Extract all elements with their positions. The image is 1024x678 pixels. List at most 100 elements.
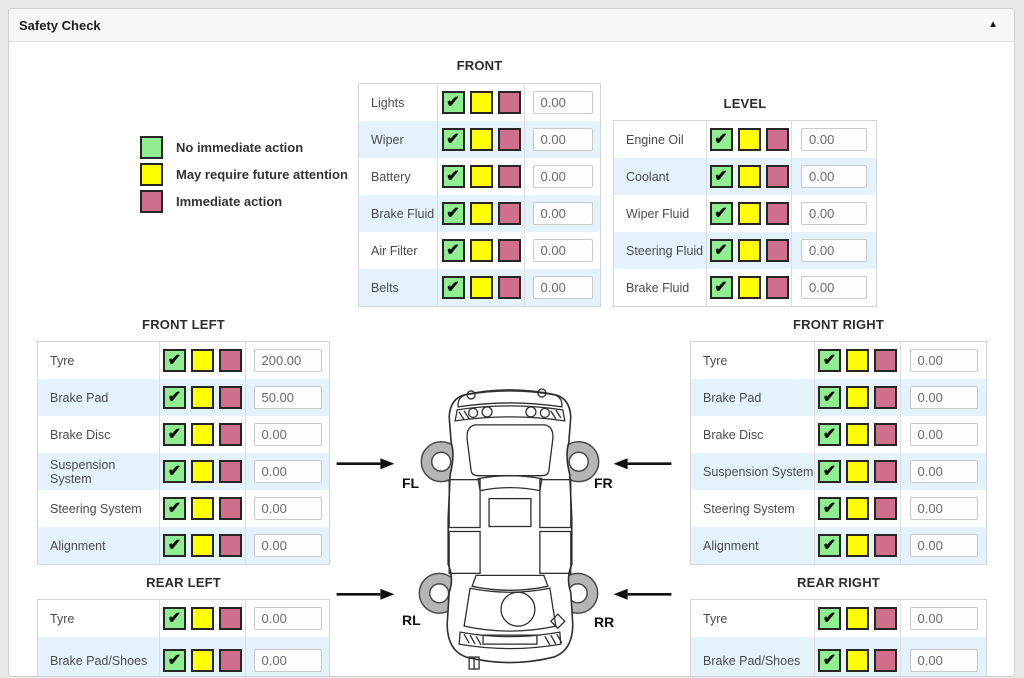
status-ok-swatch[interactable]: ✔	[163, 386, 186, 409]
status-danger-swatch[interactable]	[497, 239, 521, 262]
value-input[interactable]	[532, 128, 593, 151]
value-input[interactable]	[801, 128, 867, 151]
status-danger-swatch[interactable]	[874, 534, 897, 557]
status-danger-swatch[interactable]	[765, 128, 789, 151]
status-warn-swatch[interactable]	[469, 165, 493, 188]
status-ok-swatch[interactable]: ✔	[441, 91, 465, 114]
value-input[interactable]	[253, 607, 322, 630]
status-danger-swatch[interactable]	[874, 497, 897, 520]
status-ok-swatch[interactable]: ✔	[441, 239, 465, 262]
status-warn-swatch[interactable]	[469, 202, 493, 225]
status-warn-swatch[interactable]	[846, 497, 869, 520]
status-warn-swatch[interactable]	[191, 460, 214, 483]
status-ok-swatch[interactable]: ✔	[441, 165, 465, 188]
status-danger-swatch[interactable]	[219, 460, 242, 483]
status-warn-swatch[interactable]	[846, 460, 869, 483]
status-ok-swatch[interactable]: ✔	[709, 202, 733, 225]
status-ok-swatch[interactable]: ✔	[163, 649, 186, 672]
value-input[interactable]	[801, 165, 867, 188]
status-warn-swatch[interactable]	[469, 91, 493, 114]
status-warn-swatch[interactable]	[846, 423, 869, 446]
value-input[interactable]	[909, 649, 978, 672]
status-danger-swatch[interactable]	[497, 128, 521, 151]
status-warn-swatch[interactable]	[846, 534, 869, 557]
status-ok-swatch[interactable]: ✔	[441, 276, 465, 299]
value-input[interactable]	[532, 91, 593, 114]
status-warn-swatch[interactable]	[846, 607, 869, 630]
status-warn-swatch[interactable]	[737, 165, 761, 188]
status-warn-swatch[interactable]	[191, 349, 214, 372]
status-ok-swatch[interactable]: ✔	[441, 128, 465, 151]
status-danger-swatch[interactable]	[874, 386, 897, 409]
status-warn-swatch[interactable]	[846, 649, 869, 672]
value-input[interactable]	[909, 534, 978, 557]
status-warn-swatch[interactable]	[191, 607, 214, 630]
status-danger-swatch[interactable]	[497, 202, 521, 225]
status-warn-swatch[interactable]	[191, 534, 214, 557]
value-input[interactable]	[909, 607, 978, 630]
status-warn-swatch[interactable]	[737, 128, 761, 151]
status-danger-swatch[interactable]	[765, 165, 789, 188]
value-input[interactable]	[909, 423, 978, 446]
status-danger-swatch[interactable]	[874, 607, 897, 630]
value-input[interactable]	[253, 423, 322, 446]
status-ok-swatch[interactable]: ✔	[709, 276, 733, 299]
status-danger-swatch[interactable]	[219, 534, 242, 557]
status-ok-swatch[interactable]: ✔	[818, 649, 841, 672]
status-ok-swatch[interactable]: ✔	[818, 349, 841, 372]
status-danger-swatch[interactable]	[219, 649, 242, 672]
status-warn-swatch[interactable]	[846, 386, 869, 409]
status-ok-swatch[interactable]: ✔	[163, 423, 186, 446]
status-danger-swatch[interactable]	[497, 276, 521, 299]
status-ok-swatch[interactable]: ✔	[818, 534, 841, 557]
status-danger-swatch[interactable]	[874, 649, 897, 672]
value-input[interactable]	[532, 239, 593, 262]
collapse-icon[interactable]: ▲	[988, 19, 998, 30]
status-warn-swatch[interactable]	[469, 276, 493, 299]
status-ok-swatch[interactable]: ✔	[709, 128, 733, 151]
status-danger-swatch[interactable]	[219, 349, 242, 372]
status-ok-swatch[interactable]: ✔	[163, 607, 186, 630]
status-ok-swatch[interactable]: ✔	[818, 460, 841, 483]
status-danger-swatch[interactable]	[765, 202, 789, 225]
value-input[interactable]	[532, 202, 593, 225]
status-danger-swatch[interactable]	[219, 423, 242, 446]
status-ok-swatch[interactable]: ✔	[441, 202, 465, 225]
status-ok-swatch[interactable]: ✔	[163, 460, 186, 483]
status-danger-swatch[interactable]	[497, 91, 521, 114]
status-ok-swatch[interactable]: ✔	[163, 349, 186, 372]
status-ok-swatch[interactable]: ✔	[818, 386, 841, 409]
status-warn-swatch[interactable]	[737, 239, 761, 262]
value-input[interactable]	[253, 386, 322, 409]
status-danger-swatch[interactable]	[219, 497, 242, 520]
value-input[interactable]	[532, 276, 593, 299]
status-ok-swatch[interactable]: ✔	[163, 497, 186, 520]
value-input[interactable]	[909, 349, 978, 372]
status-danger-swatch[interactable]	[497, 165, 521, 188]
status-ok-swatch[interactable]: ✔	[709, 239, 733, 262]
status-warn-swatch[interactable]	[191, 386, 214, 409]
status-danger-swatch[interactable]	[219, 386, 242, 409]
value-input[interactable]	[909, 386, 978, 409]
status-warn-swatch[interactable]	[737, 202, 761, 225]
value-input[interactable]	[253, 497, 322, 520]
status-danger-swatch[interactable]	[874, 460, 897, 483]
value-input[interactable]	[253, 534, 322, 557]
status-warn-swatch[interactable]	[191, 423, 214, 446]
status-danger-swatch[interactable]	[874, 349, 897, 372]
status-danger-swatch[interactable]	[765, 276, 789, 299]
status-warn-swatch[interactable]	[191, 497, 214, 520]
value-input[interactable]	[909, 460, 978, 483]
status-ok-swatch[interactable]: ✔	[163, 534, 186, 557]
status-ok-swatch[interactable]: ✔	[709, 165, 733, 188]
value-input[interactable]	[532, 165, 593, 188]
status-warn-swatch[interactable]	[191, 649, 214, 672]
status-danger-swatch[interactable]	[765, 239, 789, 262]
status-ok-swatch[interactable]: ✔	[818, 607, 841, 630]
value-input[interactable]	[801, 202, 867, 225]
status-warn-swatch[interactable]	[469, 239, 493, 262]
status-warn-swatch[interactable]	[469, 128, 493, 151]
value-input[interactable]	[909, 497, 978, 520]
status-ok-swatch[interactable]: ✔	[818, 497, 841, 520]
status-warn-swatch[interactable]	[846, 349, 869, 372]
